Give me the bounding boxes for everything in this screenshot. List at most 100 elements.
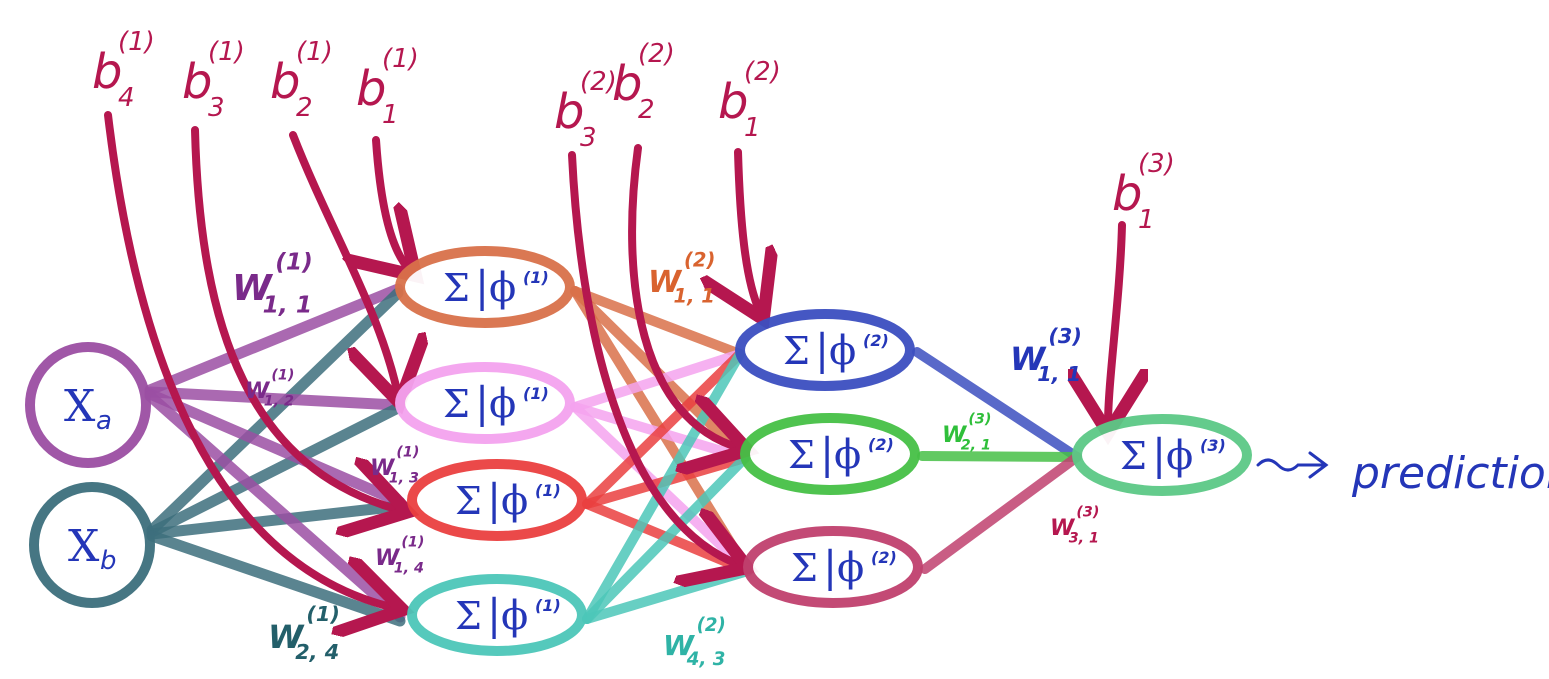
activation-superscript: (2) [863,331,889,350]
neuron-ellipse [735,309,915,391]
activation-superscript: (2) [868,435,894,454]
hidden2-neuron-3: Σ|ϕ(2) [743,526,923,608]
activation-symbol: ϕ [829,328,856,374]
connection-h1-3-h2-1 [582,349,745,509]
weight-label-base: W [942,423,968,448]
bias-label-sup: (1) [296,37,333,67]
weight-label-sup: (1) [401,534,424,550]
bias-label-sub: 1 [382,100,399,130]
connection-xb-h1-2 [146,403,402,538]
activation-symbol: ϕ [837,545,864,591]
bias-label-sup: (2) [638,39,675,69]
weight-label-base: W [370,456,396,481]
input-label: X [64,381,96,432]
hidden1-neuron-4: Σ|ϕ(1) [407,574,587,656]
weight-label-sub: 2, 4 [295,640,339,664]
neuron-ellipse [740,413,920,495]
weight-label-sup: (2) [684,249,715,272]
connection-h2-1-output [912,347,1082,462]
hidden2-neuron-2: Σ|ϕ (2) [740,413,920,495]
separator: | [815,325,829,374]
connection-h2-2-output [917,451,1082,462]
label-layer: b4(1)b3(1)b2(1)b1(1)b3(2)b2(2)b1(2)b1(3)… [92,27,1549,670]
neuron-ellipse [743,526,923,608]
weight-label-sup: (1) [275,247,313,275]
weight-label-sub: 1, 1 [674,285,715,308]
bias-label-base: b [554,84,584,140]
bias-label-sub: 3 [580,123,597,153]
weight-label-sub: 1, 2 [264,394,294,410]
weight-label-base: W [375,546,401,571]
weight-label-sub: 2, 1 [961,438,991,454]
separator: | [820,429,834,478]
bias-label-sup: (2) [744,57,781,87]
activation-superscript: (1) [535,481,561,500]
bias-label-sup: (3) [1138,149,1175,179]
hidden1-neuron-1: Σ|ϕ(1) [395,246,575,328]
sum-symbol: Σ [791,546,818,590]
weight-label-base: W [1010,340,1047,378]
bias-label-sub: 1 [744,113,761,143]
input-circle [25,342,151,468]
activation-superscript: (1) [523,384,549,403]
input-subscript: a [96,406,112,436]
weight-label-base: W [232,268,274,309]
weight-label-base: W [268,618,305,656]
weight-label-sup: (1) [306,602,339,626]
sum-symbol: Σ [1120,434,1147,478]
bias-arrow-8 [1108,221,1122,425]
activation-symbol: ϕ [501,593,528,639]
sum-symbol: Σ [455,594,482,638]
weight-label-sub: 1, 4 [394,561,424,577]
connection-layer [144,283,1082,627]
bias-arrow-7 [738,148,760,312]
sum-symbol: Σ [443,266,470,310]
weight-label-base: W [663,629,695,662]
activation-symbol: ϕ [501,478,528,524]
prediction-arrow-icon [1256,451,1329,479]
activation-symbol: ϕ [834,432,861,478]
weight-label-sub: 3, 1 [1069,531,1099,547]
neuron-ellipse [395,246,575,328]
bias-label-base: b [356,61,386,117]
bias-arrow-6 [628,144,740,448]
neuron-ellipse [407,574,587,656]
hidden1-neuron-2: Σ|ϕ(1) [395,362,575,444]
weight-label-sup: (2) [697,615,726,636]
bias-arrow-layer [104,111,1122,608]
activation-superscript: (1) [535,596,561,615]
bias-label-sup: (1) [382,44,419,74]
bias-label-sup: (1) [208,37,245,67]
separator: | [487,475,501,524]
separator: | [475,262,489,311]
weight-label-base: W [1050,516,1076,541]
weight-label-base: W [245,379,271,404]
activation-superscript: (1) [523,268,549,287]
weight-label-sub: 1, 1 [1037,362,1081,386]
neuron-ellipse [407,459,587,541]
output-neuron: Σ|ϕ(3) [1072,414,1252,496]
connection-xa-h1-1 [144,283,404,396]
weight-label-sup: (3) [1048,324,1081,348]
connection-h1-4-h2-2 [582,453,750,624]
bias-label-sup: (2) [580,67,617,97]
weight-label-sup: (1) [271,367,294,383]
bias-label-sub: 4 [118,83,135,113]
input-label: X [68,521,100,572]
bias-label-base: b [1112,166,1142,222]
sum-symbol: Σ [455,479,482,523]
bias-arrow-4 [376,136,410,270]
hidden1-neuron-3: Σ|ϕ (1) [407,459,587,541]
weight-label-base: W [648,265,683,300]
bias-label-base: b [270,54,300,110]
sum-symbol: Σ [788,433,815,477]
activation-superscript: (3) [1200,436,1226,455]
weight-label-sub: 1, 3 [389,471,419,487]
bias-label-base: b [718,74,748,130]
bias-arrow-2 [191,126,400,510]
neuron-ellipse [1072,414,1252,496]
input-subscript: b [100,546,117,576]
